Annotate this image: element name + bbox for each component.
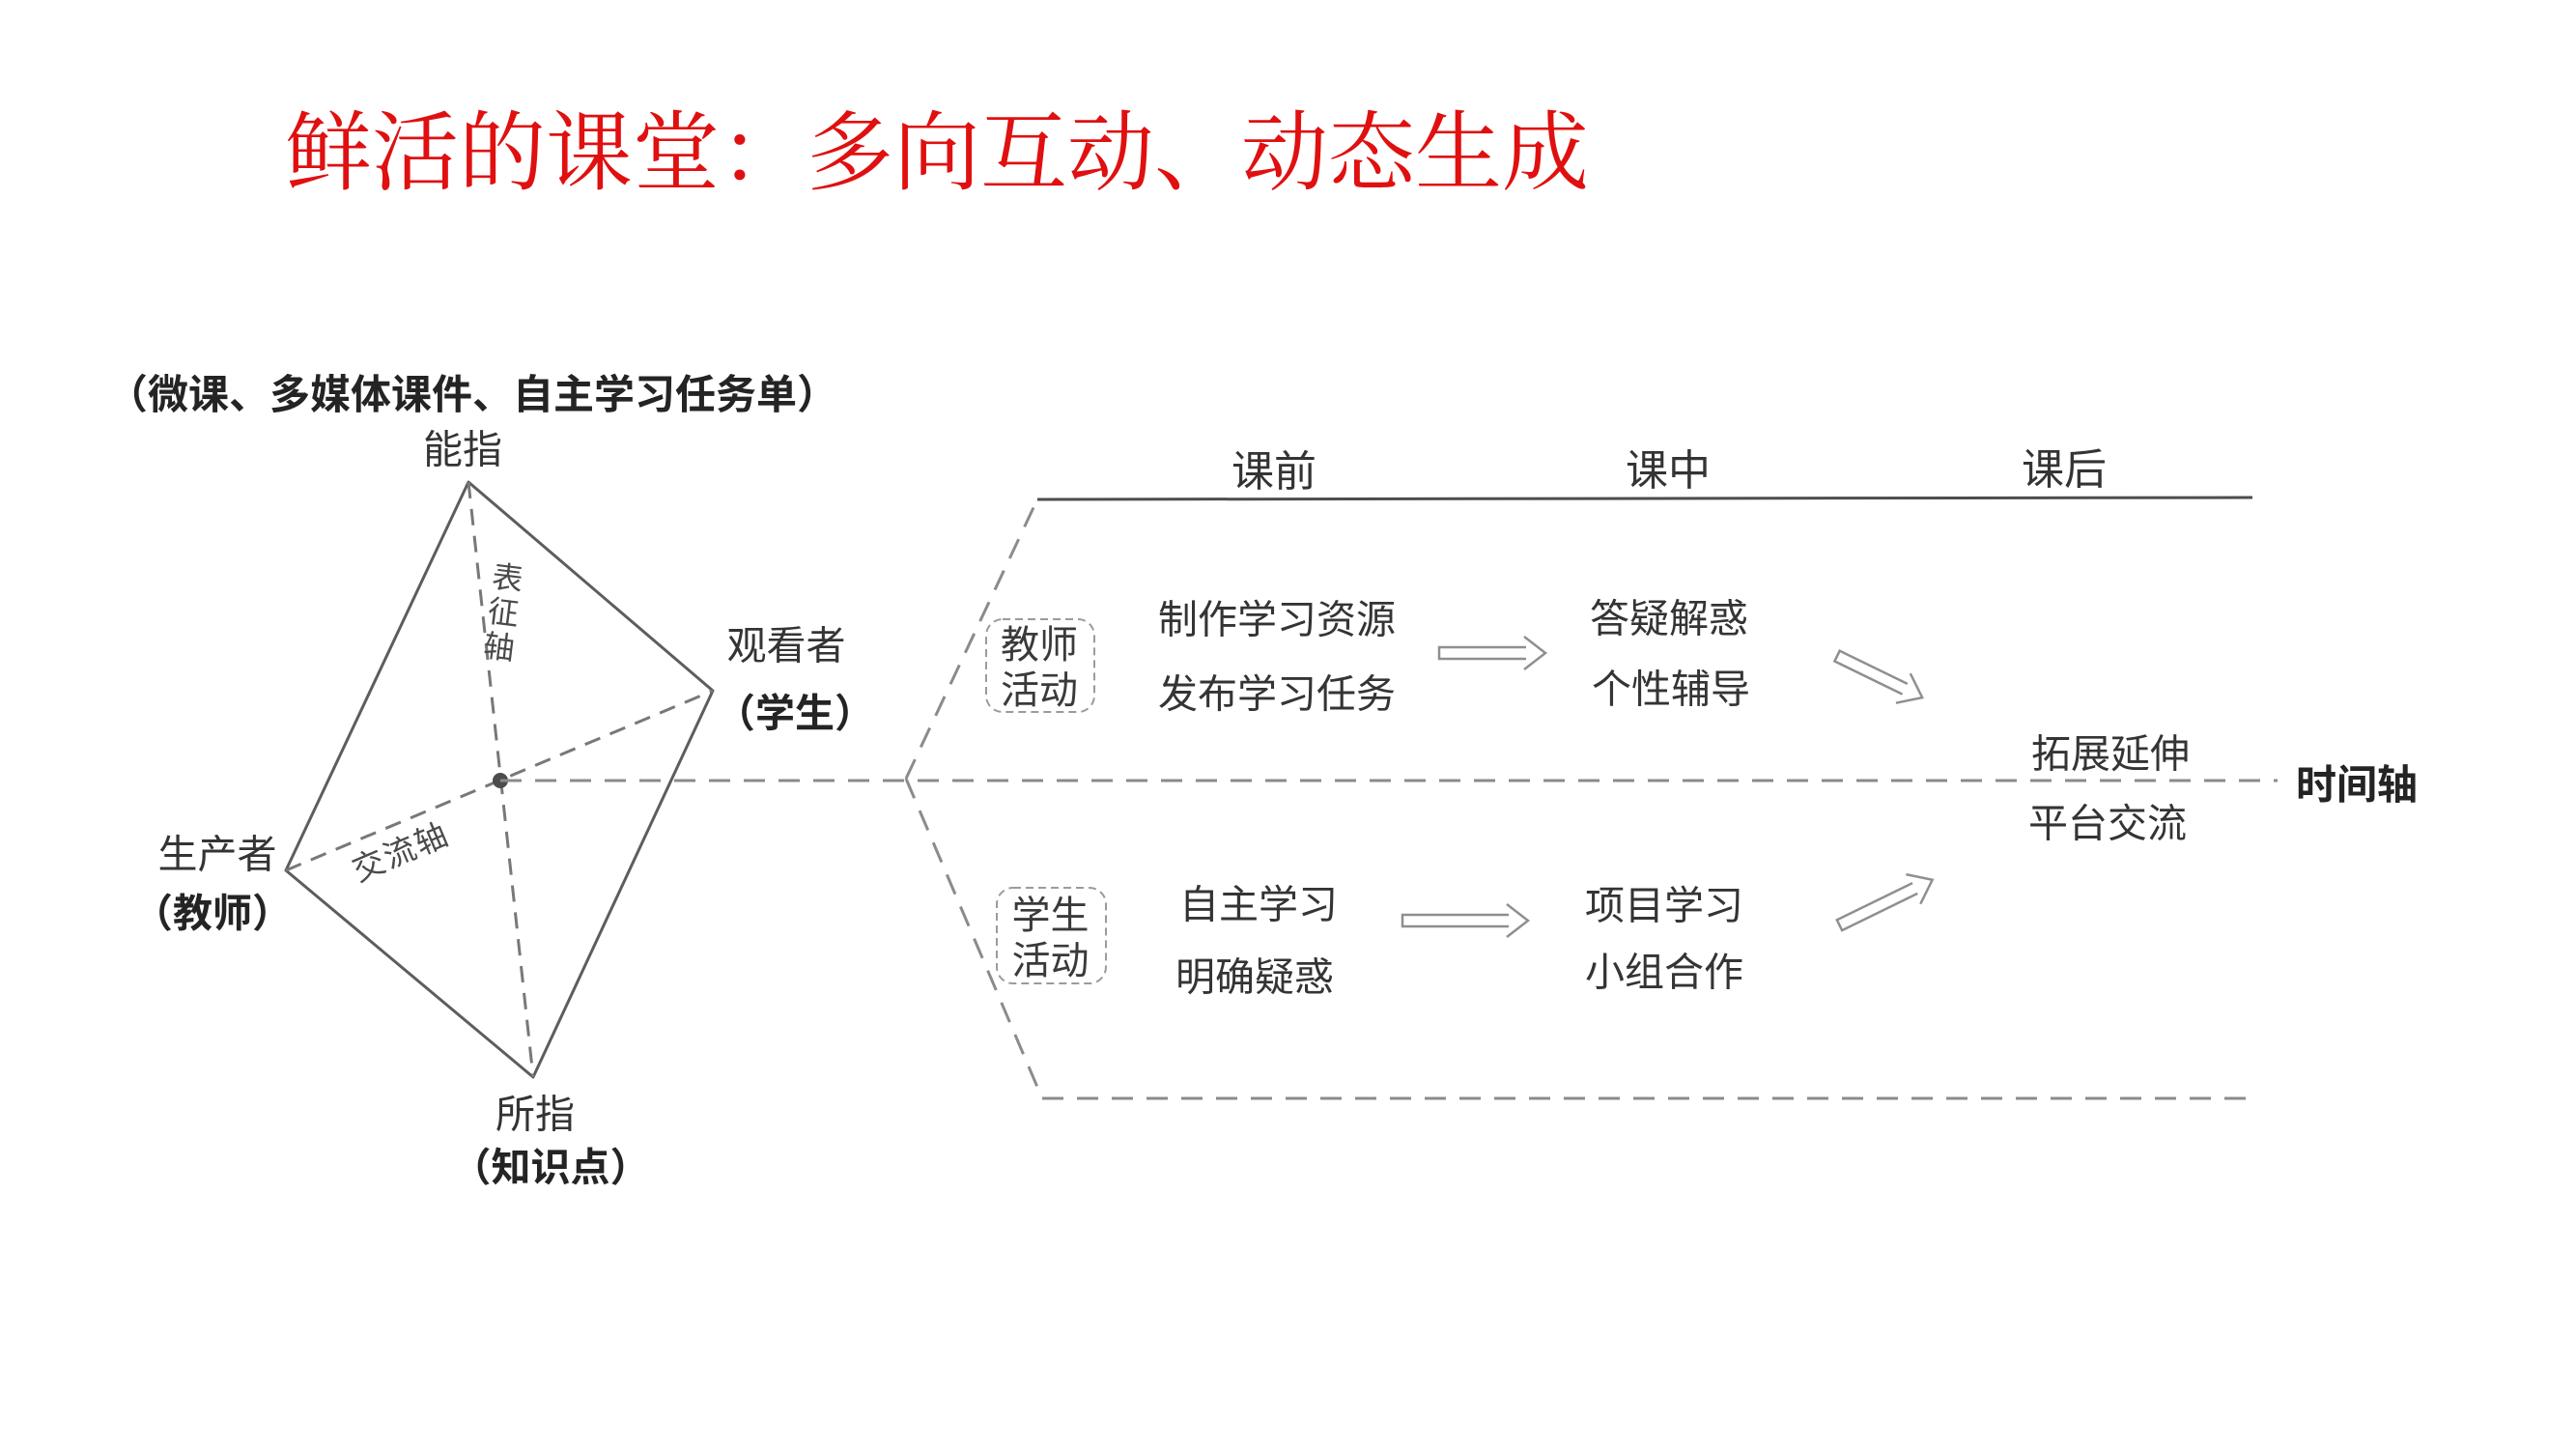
arrow-body	[1401, 913, 1509, 928]
student-activity-box-line1: 学生	[1011, 883, 1090, 940]
student-preclass-line1: 自主学习	[1179, 871, 1338, 930]
kite-right-vertex-label: 观看者	[726, 612, 846, 671]
kite-top-caption: （微课、多媒体课件、自主学习任务单）	[106, 362, 838, 421]
arrow-head	[1523, 636, 1548, 670]
teacher-inclass-line2: 个性辅导	[1592, 656, 1750, 715]
arrow-student-preclass-to-inclass-icon	[1401, 903, 1531, 938]
kite-top-vertex-label: 能指	[423, 416, 502, 475]
teacher-activity-box-line1: 教师	[1001, 613, 1078, 669]
arrow-body	[1437, 645, 1526, 661]
student-inclass-line2: 小组合作	[1585, 939, 1743, 998]
afterclass-line1: 拓展延伸	[2031, 721, 2190, 780]
teacher-preclass-line1: 制作学习资源	[1158, 586, 1396, 645]
teacher-activity-box-border	[985, 618, 1095, 713]
fan-lower-ray	[904, 778, 1044, 1099]
kite-left-vertex-sublabel: （教师）	[133, 880, 292, 939]
student-inclass-line1: 项目学习	[1585, 872, 1743, 931]
afterclass-line2: 平台交流	[2028, 790, 2187, 849]
arrow-head	[1906, 872, 1935, 905]
teacher-inclass-line1: 答疑解惑	[1590, 585, 1748, 644]
representation-axis-label: 表征轴	[474, 558, 532, 668]
student-activity-box-line2: 活动	[1011, 928, 1090, 985]
phase-header-line	[1036, 496, 2253, 501]
phase-header-preclass: 课前	[1231, 437, 1316, 498]
arrow-head	[1506, 903, 1531, 938]
arrow-head	[1895, 672, 1924, 704]
student-activity-box: 学生 活动	[996, 887, 1105, 982]
teacher-activity-box: 教师 活动	[985, 618, 1093, 711]
kite-right-vertex-sublabel: （学生）	[716, 680, 874, 739]
kite-bottom-vertex-sublabel: （知识点）	[451, 1134, 650, 1193]
time-axis-label: 时间轴	[2295, 753, 2419, 811]
fan-upper-ray	[904, 498, 1039, 780]
arrow-body	[1832, 649, 1909, 696]
kite-bottom-vertex-label: 所指	[495, 1081, 575, 1140]
teacher-activity-box-line2: 活动	[1001, 659, 1078, 715]
arrow-teacher-preclass-to-inclass-icon	[1437, 636, 1548, 670]
phase-header-afterclass: 课后	[2022, 435, 2107, 497]
student-activity-box-border	[996, 887, 1107, 984]
arrow-student-inclass-to-afterclass-icon	[1835, 872, 1935, 932]
kite-left-vertex-label: 生产者	[157, 821, 277, 880]
phase-header-inclass: 课中	[1626, 436, 1711, 498]
student-preclass-line2: 明确疑惑	[1175, 944, 1334, 1003]
arrow-teacher-inclass-to-afterclass-icon	[1832, 649, 1924, 704]
teacher-preclass-line2: 发布学习任务	[1158, 661, 1396, 720]
arrow-body	[1835, 882, 1918, 932]
slide-title: 鲜活的课堂：多向互动、动态生成	[285, 82, 1589, 208]
